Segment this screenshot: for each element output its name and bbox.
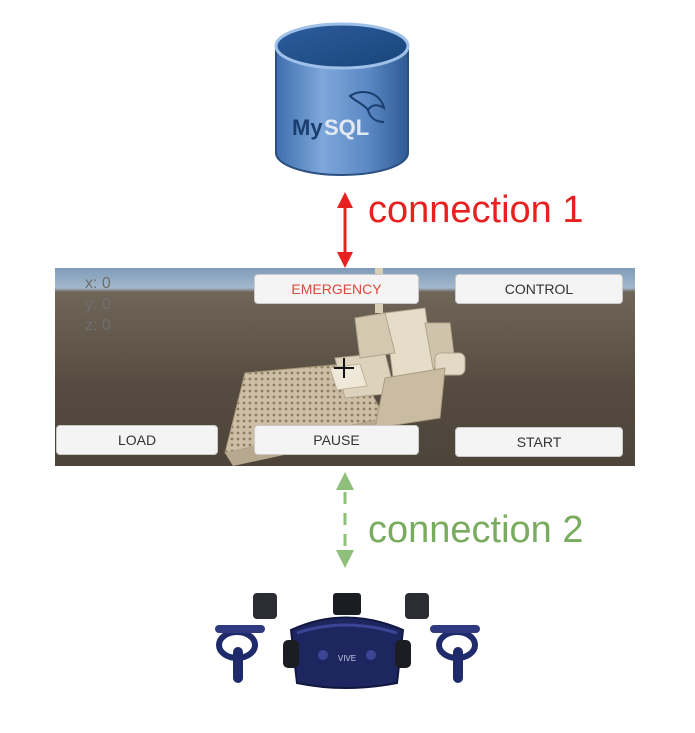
crosshair-icon (334, 358, 354, 378)
svg-text:My: My (292, 115, 323, 140)
connection-2-label: connection 2 (368, 509, 584, 551)
base-station-left-icon (253, 593, 277, 619)
controller-left-icon (215, 625, 265, 683)
start-button[interactable]: START (455, 427, 623, 457)
connection-1-arrow (337, 192, 353, 268)
svg-text:SQL: SQL (324, 115, 369, 140)
control-button[interactable]: CONTROL (455, 274, 623, 304)
vive-logo: VIVE (338, 654, 356, 663)
base-station-right-icon (405, 593, 429, 619)
pause-button[interactable]: PAUSE (254, 425, 419, 455)
emergency-button[interactable]: EMERGENCY (254, 274, 419, 304)
mysql-database-icon: My SQL (274, 22, 410, 176)
controller-right-icon (430, 625, 480, 683)
coord-z-readout: z: 0 (85, 317, 111, 334)
mysql-logo: My SQL (292, 91, 386, 140)
load-button[interactable]: LOAD (56, 425, 218, 455)
vr-headset-icon: VIVE (215, 593, 480, 689)
connection-1-label: connection 1 (368, 189, 584, 231)
coord-y-readout: y: 0 (85, 296, 111, 313)
connection-2-arrow (336, 472, 354, 568)
coord-x-readout: x: 0 (85, 275, 111, 292)
